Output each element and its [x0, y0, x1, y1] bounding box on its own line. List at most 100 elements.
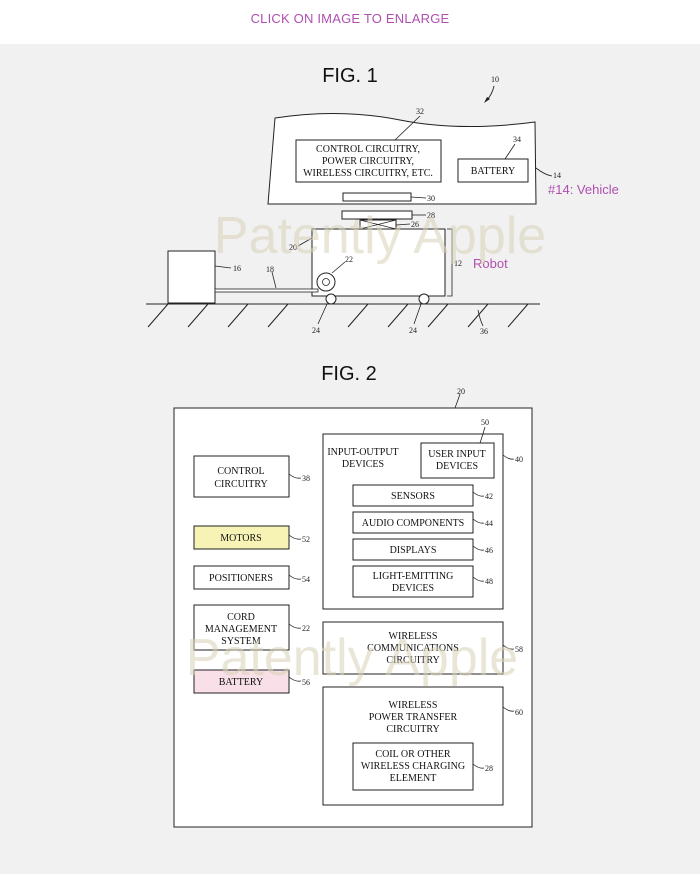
coil-line2: WIRELESS CHARGING: [361, 761, 465, 772]
motors-label: MOTORS: [220, 533, 262, 544]
ref-20-leader: [297, 237, 313, 247]
fig2-ref-22: 22: [302, 624, 310, 633]
ref-56-leader: [288, 676, 302, 682]
displays-box: [352, 538, 474, 561]
ref-14-leader: [535, 167, 553, 177]
fig1-ref-36: 36: [480, 327, 488, 336]
ref-20-fig2-leader: [454, 393, 461, 409]
ref-52-leader: [288, 534, 302, 540]
fig2-ref-42: 42: [485, 492, 493, 501]
audio-box: [352, 511, 474, 534]
ref-18-leader: [271, 271, 277, 289]
ref-38-leader: [288, 473, 302, 479]
wpt-line3: CIRCUITRY: [386, 724, 439, 735]
wpt-line1: WIRELESS: [389, 700, 438, 711]
ref-10-arrowhead: [484, 97, 490, 103]
user-input-line2: DEVICES: [436, 461, 478, 472]
robot-bracket: [447, 228, 453, 297]
fig2-ref-52: 52: [302, 535, 310, 544]
audio-label: AUDIO COMPONENTS: [362, 518, 465, 529]
fig2-ref-54: 54: [302, 575, 310, 584]
motors-box: [193, 525, 290, 550]
fig1-ref-24b: 24: [409, 326, 417, 335]
battery-box: [193, 669, 290, 694]
cord-line1: CORD: [227, 612, 255, 623]
user-input-box: [420, 442, 495, 479]
vehicle-battery-label: BATTERY: [471, 166, 515, 177]
sensors-box: [352, 484, 474, 507]
cord-reel: [316, 272, 336, 292]
fig2-ref-56: 56: [302, 678, 310, 687]
fig2-title: FIG. 2: [321, 363, 377, 385]
vehicle-control-line1: CONTROL CIRCUITRY,: [316, 144, 420, 155]
fig2-ref-20: 20: [457, 387, 465, 396]
positioner-cross-b: [359, 219, 397, 230]
fig2-ref-48: 48: [485, 577, 493, 586]
wireless-comm-line2: COMMUNICATIONS: [367, 643, 459, 654]
ref-32-leader: [394, 115, 421, 141]
ref-22-fig2-leader: [288, 623, 302, 629]
vehicle-annotation: #14: Vehicle: [548, 182, 619, 197]
fig1-ref-32: 32: [416, 107, 424, 116]
fig2-ref-40: 40: [515, 455, 523, 464]
control-circuitry-box: [193, 455, 290, 498]
ref-28-fig2-leader: [472, 763, 485, 769]
vehicle-battery-box: [457, 158, 529, 183]
fig1-ref-26: 26: [411, 220, 419, 229]
io-line2: DEVICES: [342, 459, 384, 470]
fig1-ref-24a: 24: [312, 326, 320, 335]
ref-34-leader: [504, 143, 516, 160]
robot-annotation: Robot: [473, 256, 508, 271]
light-emitting-box: [352, 565, 474, 598]
coil-30: [342, 192, 412, 202]
cord-line3: SYSTEM: [221, 636, 261, 647]
io-line1: INPUT-OUTPUT: [327, 447, 398, 458]
fig1-ref-12: 12: [454, 259, 462, 268]
wireless-comm-line3: CIRCUITRY: [386, 655, 439, 666]
fig2-ref-38: 38: [302, 474, 310, 483]
fig1-ref-22: 22: [345, 255, 353, 264]
ref-36-leader: [477, 309, 484, 327]
fig1-ref-14: 14: [553, 171, 561, 180]
wireless-comm-box: [322, 621, 504, 675]
battery-label: BATTERY: [219, 677, 263, 688]
displays-label: DISPLAYS: [390, 545, 437, 556]
fig2-ref-50: 50: [481, 418, 489, 427]
light-line2: DEVICES: [392, 583, 434, 594]
cord-reel-hub: [322, 278, 330, 286]
floor-hatching: [147, 303, 529, 328]
fig1-ref-10: 10: [491, 75, 499, 84]
vehicle-control-box: [295, 139, 442, 183]
power-cord: [214, 288, 319, 293]
watermark-top: Patently Apple: [214, 207, 546, 265]
fig2-ref-60: 60: [515, 708, 523, 717]
coil-box: [352, 742, 474, 791]
ref-26-leader: [395, 223, 411, 226]
wpt-line2: POWER TRANSFER: [369, 712, 458, 723]
coil-line3: ELEMENT: [390, 773, 437, 784]
ref-60-leader: [502, 706, 515, 712]
cord-management-box: [193, 604, 290, 651]
enlarge-link[interactable]: CLICK ON IMAGE TO ENLARGE: [250, 11, 450, 26]
positioners-box: [193, 565, 290, 590]
control-line2: CIRCUITRY: [214, 479, 267, 490]
fig1-ref-20: 20: [289, 243, 297, 252]
base-station: [167, 250, 216, 304]
fig2-ref-46: 46: [485, 546, 493, 555]
ref-50-leader: [479, 426, 486, 444]
cord-line2: MANAGEMENT: [205, 624, 277, 635]
fig1-ref-16: 16: [233, 264, 241, 273]
ref-58-leader: [502, 644, 515, 650]
ref-24a-leader: [317, 303, 328, 325]
vehicle-control-line2: POWER CIRCUITRY,: [322, 156, 414, 167]
ref-44-leader: [472, 518, 485, 524]
ref-16-leader: [214, 265, 232, 269]
fig2-ref-58: 58: [515, 645, 523, 654]
ref-24b-leader: [413, 303, 422, 325]
ref-46-leader: [472, 545, 485, 551]
fig2-ref-44: 44: [485, 519, 493, 528]
ref-48-leader: [472, 576, 485, 582]
coil-line1: COIL OR OTHER: [375, 749, 451, 760]
ref-54-leader: [288, 574, 302, 580]
